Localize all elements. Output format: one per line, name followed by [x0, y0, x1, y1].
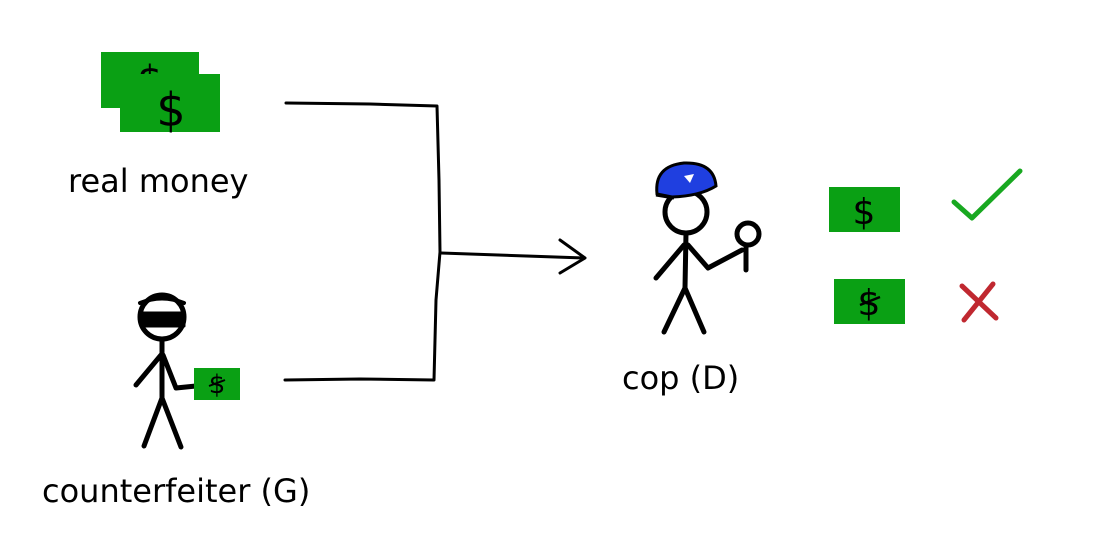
counterfeiter-mask — [140, 311, 186, 328]
arrow-icon — [558, 238, 587, 275]
cop-cap-icon — [655, 161, 718, 200]
real-bill-icon: $ — [829, 187, 900, 233]
counterfeit-dollar-symbol: $ — [209, 370, 226, 400]
merged-line — [439, 251, 586, 260]
dollar-symbol-front: $ — [156, 83, 185, 137]
check-icon — [951, 168, 1023, 221]
cop-label: cop (D) — [622, 359, 740, 397]
counterfeiter-figure — [133, 292, 199, 450]
real-money-icon: $ $ — [101, 52, 220, 137]
cross-icon — [959, 281, 999, 323]
cop-figure — [653, 188, 762, 335]
counterfeit-line — [283, 250, 442, 382]
magnifier-icon — [734, 220, 762, 248]
real-money-label: real money — [68, 162, 249, 200]
fake-bill-dollar-symbol: $ — [858, 283, 881, 324]
fake-bill-icon: $ — [834, 279, 905, 324]
real-bill-dollar-symbol: $ — [853, 192, 876, 233]
counterfeit-bill-icon: $ — [194, 368, 240, 400]
real-money-line — [284, 101, 442, 254]
flow-lines — [283, 101, 587, 382]
counterfeiter-label: counterfeiter (G) — [42, 472, 311, 510]
